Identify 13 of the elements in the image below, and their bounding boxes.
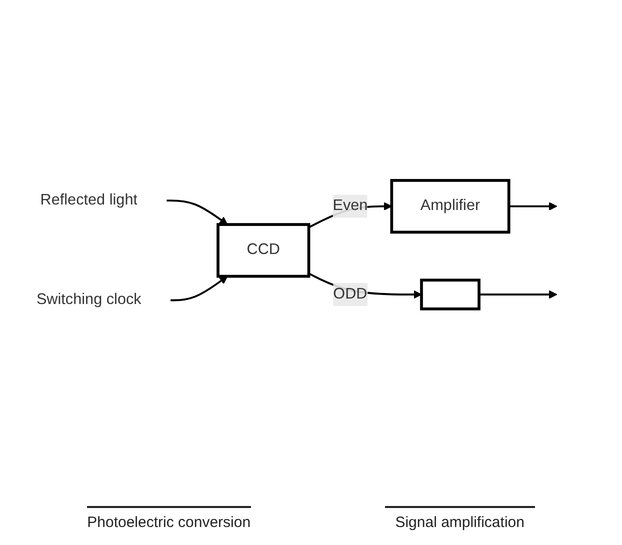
edge-label: ODD: [333, 285, 368, 302]
node-text: Reflected light: [40, 192, 138, 208]
bracket-label: Signal amplification: [384, 506, 535, 531]
node-box: Amplifier: [390, 178, 510, 234]
edge-label: Even: [332, 197, 368, 214]
arrow: [508, 202, 558, 210]
arrow: [166, 199, 228, 224]
bracket-label: Photoelectric conversion: [87, 506, 251, 531]
node-text: Switching clock: [36, 291, 142, 308]
node-box: [420, 278, 480, 310]
arrow: [170, 276, 228, 301]
node-box: CCD: [216, 222, 310, 278]
arrow: [479, 290, 558, 298]
